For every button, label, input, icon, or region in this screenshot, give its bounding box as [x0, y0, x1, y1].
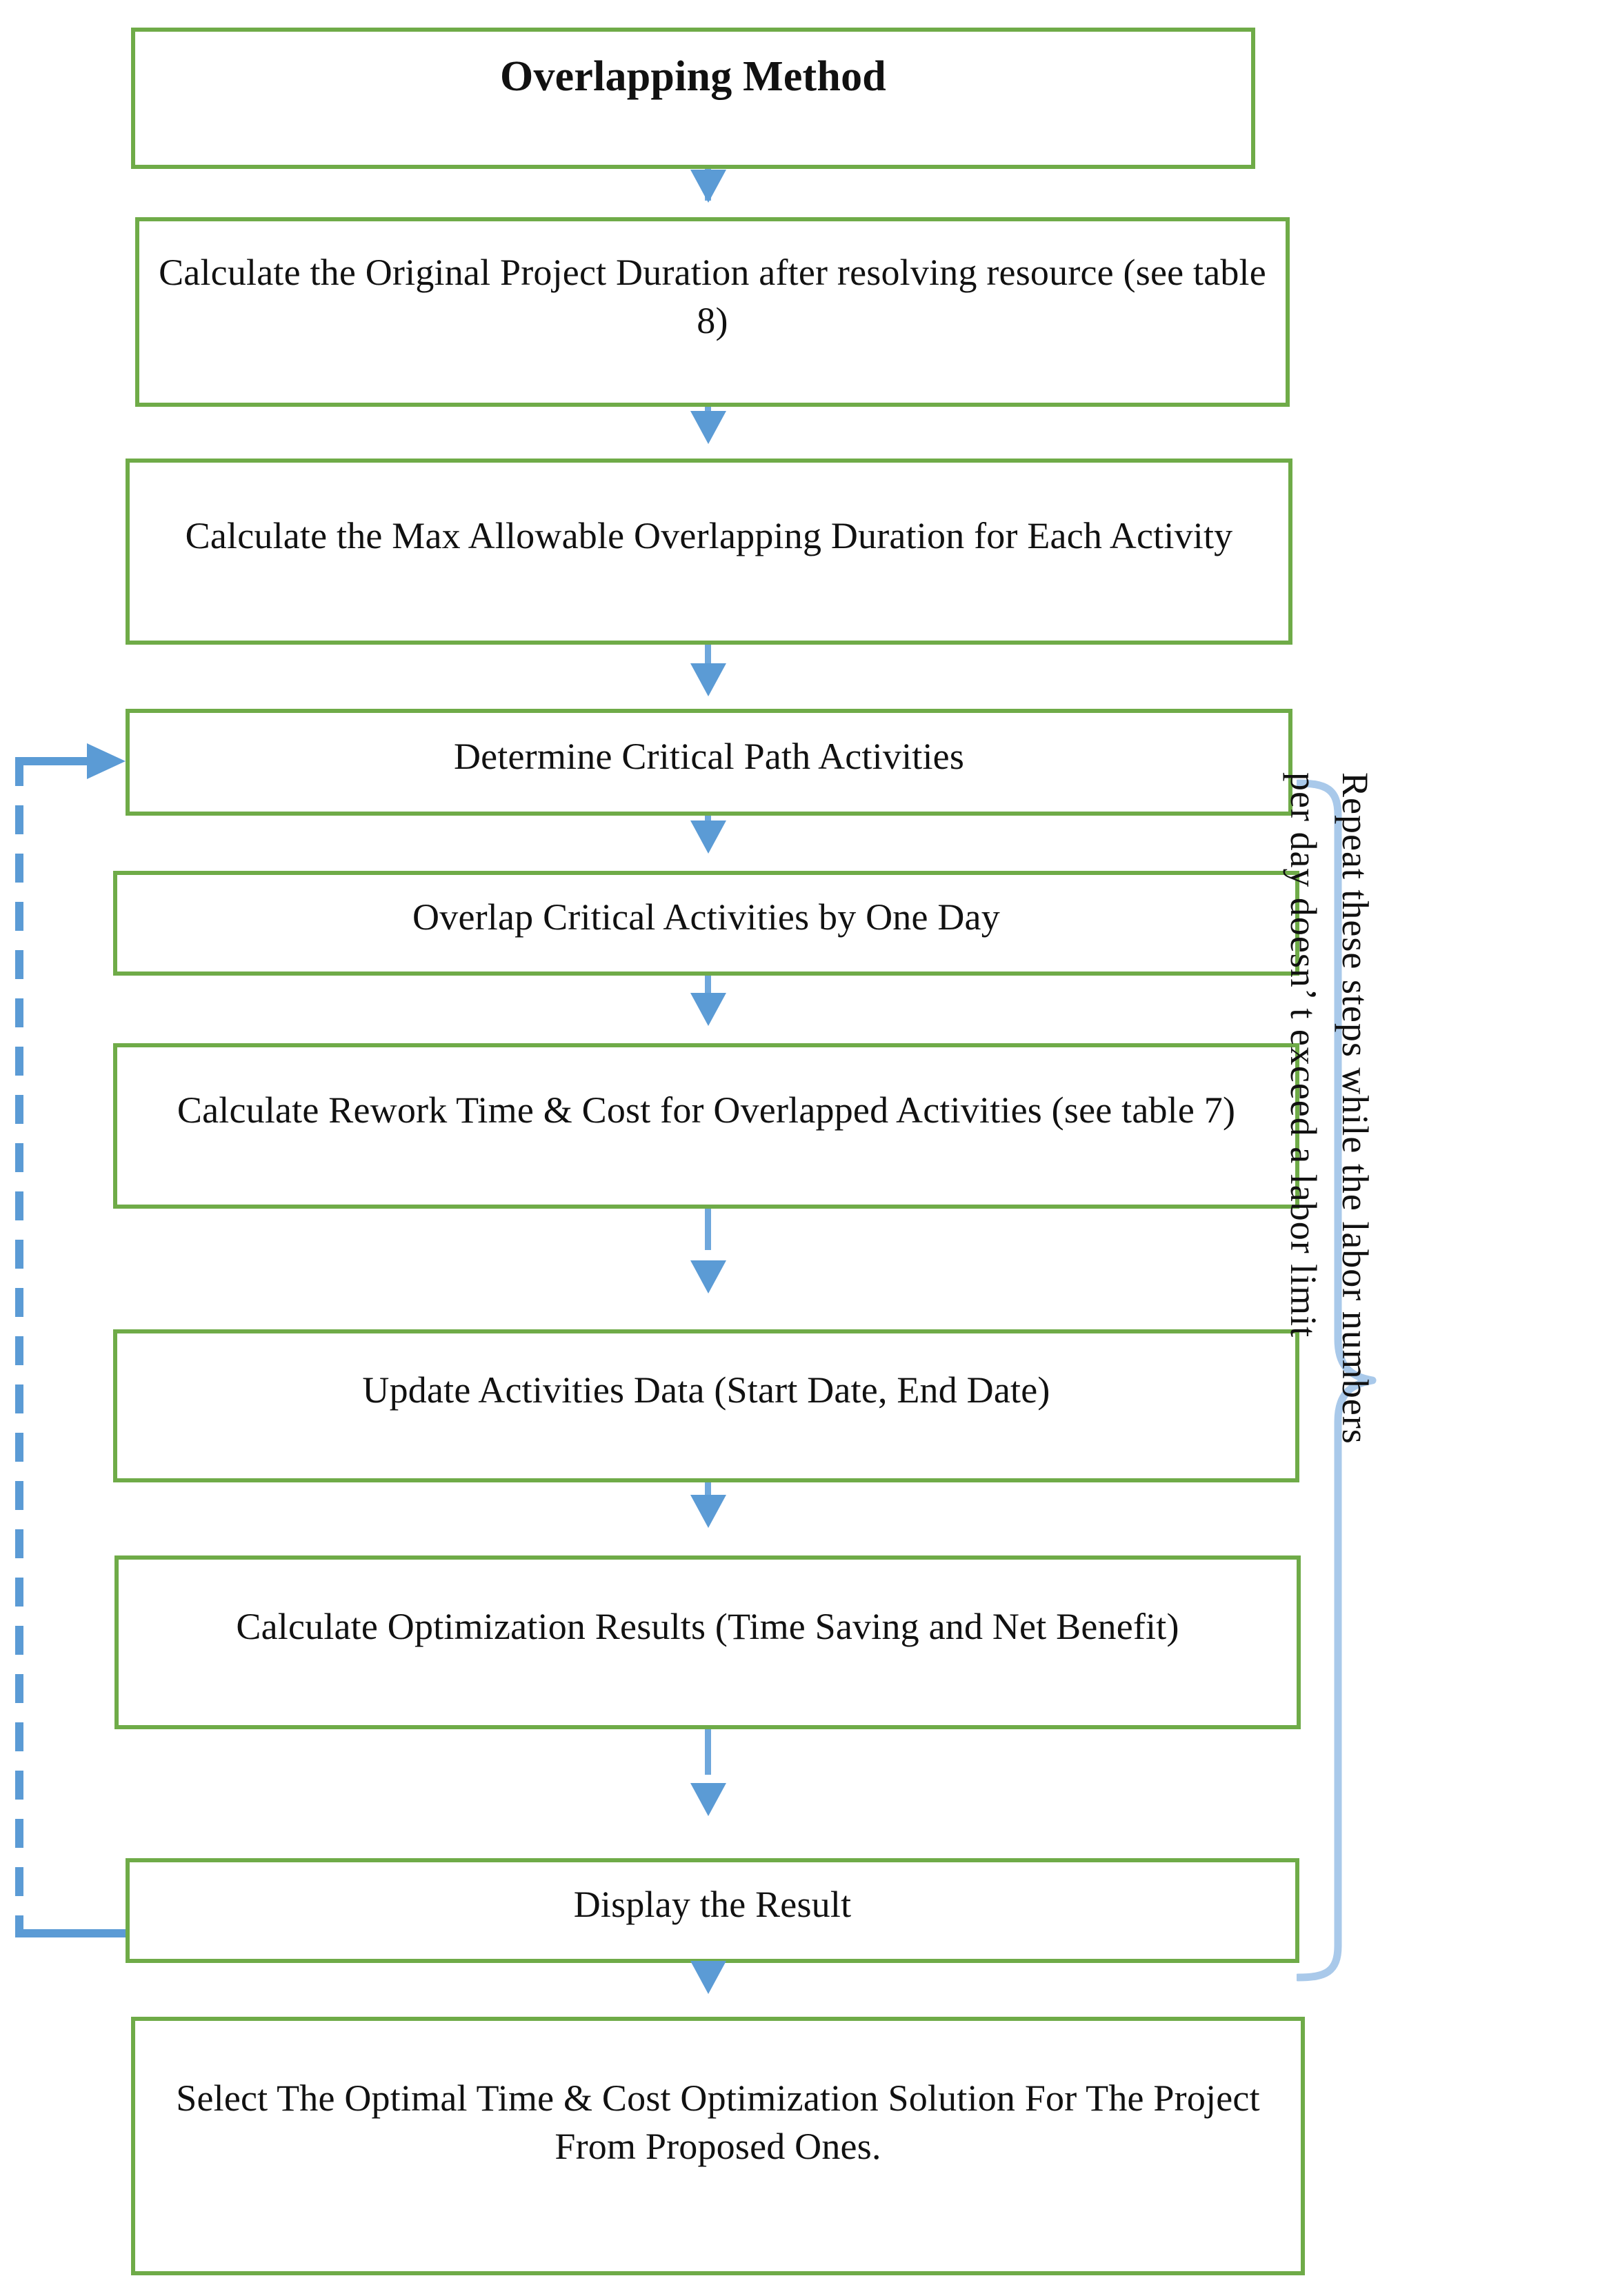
- arrowhead-down-icon: [690, 820, 726, 854]
- flowchart-node-update-data: Update Activities Data (Start Date, End …: [113, 1329, 1299, 1482]
- arrowhead-down-icon: [690, 411, 726, 444]
- flowchart-node-select-optimal-label: Select The Optimal Time & Cost Optimizat…: [176, 2077, 1260, 2167]
- flowchart-node-overlap-one-day: Overlap Critical Activities by One Day: [113, 871, 1299, 976]
- feedback-loop-bottom-segment: [15, 1929, 126, 1937]
- flowchart-node-optimization-label: Calculate Optimization Results (Time Sav…: [236, 1606, 1179, 1648]
- arrowhead-down-icon: [690, 170, 726, 203]
- feedback-loop-top-segment: [15, 757, 91, 765]
- flowchart-node-title-label: Overlapping Method: [500, 53, 886, 100]
- repeat-condition-note-line1: Repeat these steps while the labor numbe…: [1335, 772, 1376, 1444]
- flowchart-node-rework-cost: Calculate Rework Time & Cost for Overlap…: [113, 1043, 1299, 1209]
- arrowhead-down-icon: [690, 1260, 726, 1293]
- flowchart-node-critical-path: Determine Critical Path Activities: [126, 709, 1292, 816]
- flowchart-node-title: Overlapping Method: [131, 28, 1255, 169]
- repeat-brace-icon: [1297, 779, 1386, 1982]
- flowchart-node-update-data-label: Update Activities Data (Start Date, End …: [362, 1369, 1050, 1411]
- connector-overlap-one-day-to-rework-cost: [705, 976, 711, 1005]
- flowchart-node-select-optimal: Select The Optimal Time & Cost Optimizat…: [131, 2017, 1305, 2275]
- feedback-loop-vertical-segment: [15, 757, 23, 1937]
- arrowhead-down-icon: [690, 993, 726, 1026]
- arrowhead-down-icon: [690, 1783, 726, 1816]
- feedback-arrowhead-right-icon: [87, 743, 126, 779]
- arrowhead-down-icon: [690, 1495, 726, 1528]
- connector-rework-cost-to-update-data: [705, 1209, 711, 1250]
- connector-optimization-to-display-result: [705, 1729, 711, 1775]
- flowchart-node-max-overlap-label: Calculate the Max Allowable Overlapping …: [185, 515, 1233, 557]
- flowchart-node-display-result: Display the Result: [126, 1858, 1299, 1963]
- flowchart-node-critical-path-label: Determine Critical Path Activities: [453, 735, 965, 777]
- arrowhead-down-icon: [690, 663, 726, 696]
- arrowhead-down-icon: [690, 1961, 726, 1994]
- flowchart-node-rework-cost-label: Calculate Rework Time & Cost for Overlap…: [177, 1089, 1236, 1131]
- flowchart-node-original-duration-label: Calculate the Original Project Duration …: [159, 252, 1266, 341]
- flowchart-node-display-result-label: Display the Result: [573, 1884, 852, 1926]
- flowchart-node-optimization: Calculate Optimization Results (Time Sav…: [114, 1555, 1301, 1729]
- flowchart-node-original-duration: Calculate the Original Project Duration …: [135, 217, 1290, 407]
- repeat-condition-note: Repeat these steps while the labor numbe…: [1174, 772, 1381, 1986]
- flowchart-node-max-overlap: Calculate the Max Allowable Overlapping …: [126, 459, 1292, 645]
- connector-max-overlap-to-critical-path: [705, 645, 711, 672]
- flowchart-node-overlap-one-day-label: Overlap Critical Activities by One Day: [412, 896, 1000, 938]
- repeat-condition-note-line2: per day doesn’ t exceed a labor limit: [1283, 772, 1325, 1338]
